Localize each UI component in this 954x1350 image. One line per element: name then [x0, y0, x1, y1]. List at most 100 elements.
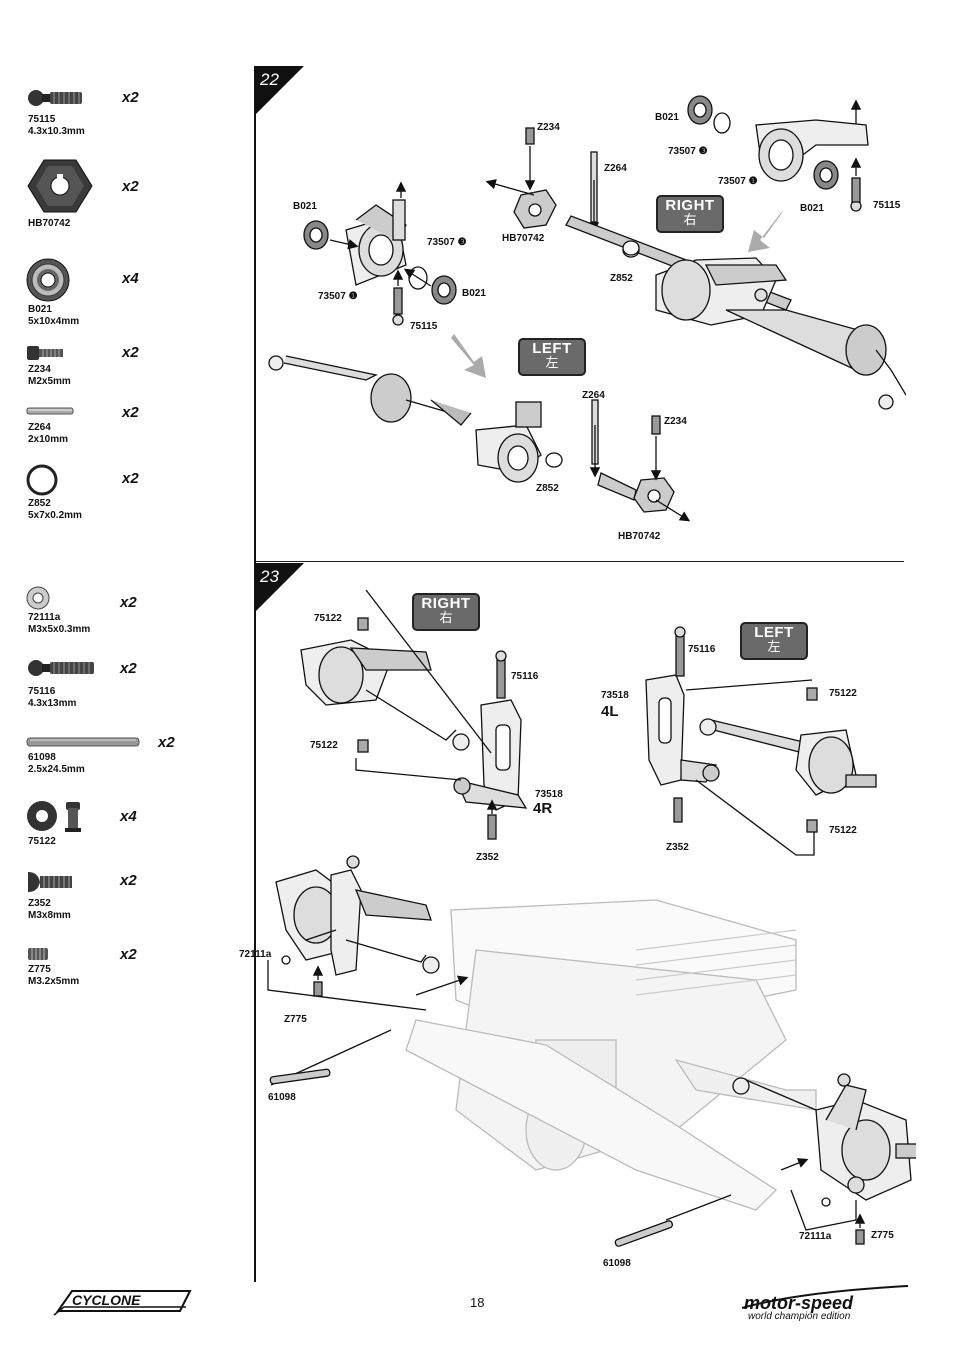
part-code: Z264 — [28, 422, 51, 433]
callout: 73518 — [535, 789, 563, 800]
part-code: 75122 — [28, 836, 56, 847]
right-knuckle-and-caster-block — [300, 589, 528, 840]
washer-icon — [26, 586, 50, 610]
knuckle-assembled-right — [622, 240, 906, 410]
part-qty: x4 — [122, 270, 139, 287]
callout: B021 — [655, 112, 679, 123]
part-code: 75115 — [28, 114, 56, 125]
knuckle-assembly-left-exploded — [687, 95, 869, 212]
callout: 73507 ❸ — [427, 237, 467, 248]
part-spec: M2x5mm — [28, 376, 71, 387]
callout: Z234 — [537, 122, 560, 133]
part-spec: M3x8mm — [28, 910, 71, 921]
part-code: Z852 — [28, 498, 51, 509]
bearing-icon — [26, 258, 70, 302]
part-spec: M3x5x0.3mm — [28, 624, 91, 635]
part-spec: 4.3x10.3mm — [28, 126, 85, 137]
assembled-knuckle-right-side — [614, 1073, 916, 1247]
part-code: 72111a — [28, 612, 61, 623]
part-code: B021 — [28, 304, 52, 315]
left-knuckle-and-caster-block — [645, 626, 877, 856]
motor-speed-logo: motor-speed — [741, 1285, 909, 1313]
hinge-pin-icon — [26, 737, 140, 747]
callout: 73507 ❶ — [718, 176, 758, 187]
svg-text:motor-speed: motor-speed — [744, 1293, 854, 1313]
knuckle-assembly-right-exploded — [303, 181, 457, 326]
cyclone-logo: CYCLONE — [53, 1290, 192, 1316]
callout: 75115 — [410, 321, 438, 332]
callout: 75122 — [310, 740, 338, 751]
part-qty: x2 — [158, 734, 175, 751]
part-spec: 2.5x24.5mm — [28, 764, 85, 775]
part-qty: x2 — [120, 872, 137, 889]
callout: 75122 — [829, 825, 857, 836]
axle-and-knuckle-left — [268, 355, 691, 522]
ball-stud-icon — [28, 90, 82, 106]
part-spec: M3.2x5mm — [28, 976, 80, 987]
pivot-bushing-icon — [27, 801, 81, 832]
step-number: 22 — [260, 70, 279, 89]
callout: Z234 — [664, 416, 687, 427]
callout: 73518 — [601, 690, 629, 701]
part-spec: 5x7x0.2mm — [28, 510, 82, 521]
part-code: HB70742 — [28, 218, 71, 229]
callout: 75116 — [688, 644, 716, 655]
callout: Z352 — [666, 842, 689, 853]
callout: HB70742 — [502, 233, 545, 244]
hex-wheel-hub-icon — [27, 159, 93, 213]
callout: 75122 — [314, 613, 342, 624]
callout: 4R — [533, 800, 553, 817]
part-spec: 4.3x13mm — [28, 698, 77, 709]
part-qty: x2 — [122, 89, 139, 106]
callout: 75115 — [873, 200, 901, 211]
callout: 72111a — [239, 949, 272, 960]
part-qty: x2 — [122, 178, 139, 195]
part-qty: x2 — [120, 660, 137, 677]
cap-screw-icon — [27, 346, 63, 360]
part-qty: x2 — [122, 404, 139, 421]
tagline: world champion edition — [748, 1311, 851, 1322]
callout: 72111a — [799, 1231, 832, 1242]
button-screw-icon — [28, 872, 72, 892]
column-divider — [254, 66, 256, 1282]
callout: Z264 — [582, 390, 605, 401]
callout: B021 — [800, 203, 824, 214]
part-code: 75116 — [28, 686, 56, 697]
long-ball-stud-icon — [28, 660, 94, 676]
chassis-front-end — [405, 899, 817, 1211]
callout: Z775 — [871, 1230, 894, 1241]
part-qty: x2 — [122, 344, 139, 361]
part-spec: 5x10x4mm — [28, 316, 80, 327]
page-number: 18 — [470, 1295, 485, 1310]
part-code: Z234 — [28, 364, 51, 375]
part-code: Z775 — [28, 964, 51, 975]
step-23-badge: 23 — [256, 563, 306, 613]
part-qty: x2 — [122, 470, 139, 487]
callout: 75116 — [511, 671, 539, 682]
callout: 4L — [601, 703, 619, 720]
part-qty: x2 — [120, 594, 137, 611]
step-22-drawing — [268, 95, 906, 522]
callout: Z352 — [476, 852, 499, 863]
callout: B021 — [462, 288, 486, 299]
callout: HB70742 — [618, 531, 661, 542]
callout: Z264 — [604, 163, 627, 174]
set-screw-icon — [28, 948, 48, 960]
callout: 61098 — [603, 1258, 631, 1269]
step-23-drawing — [267, 589, 916, 1247]
step-number: 23 — [260, 567, 279, 586]
step-divider — [256, 561, 904, 562]
part-qty: x2 — [120, 946, 137, 963]
assembled-knuckle-left-side — [267, 855, 469, 1086]
step-22-badge: 22 — [256, 66, 306, 116]
part-spec: 2x10mm — [28, 434, 69, 445]
svg-text:CYCLONE: CYCLONE — [72, 1292, 141, 1308]
shim-icon — [26, 464, 58, 496]
pin-icon — [26, 407, 74, 415]
callout: Z852 — [536, 483, 559, 494]
part-code: Z352 — [28, 898, 51, 909]
